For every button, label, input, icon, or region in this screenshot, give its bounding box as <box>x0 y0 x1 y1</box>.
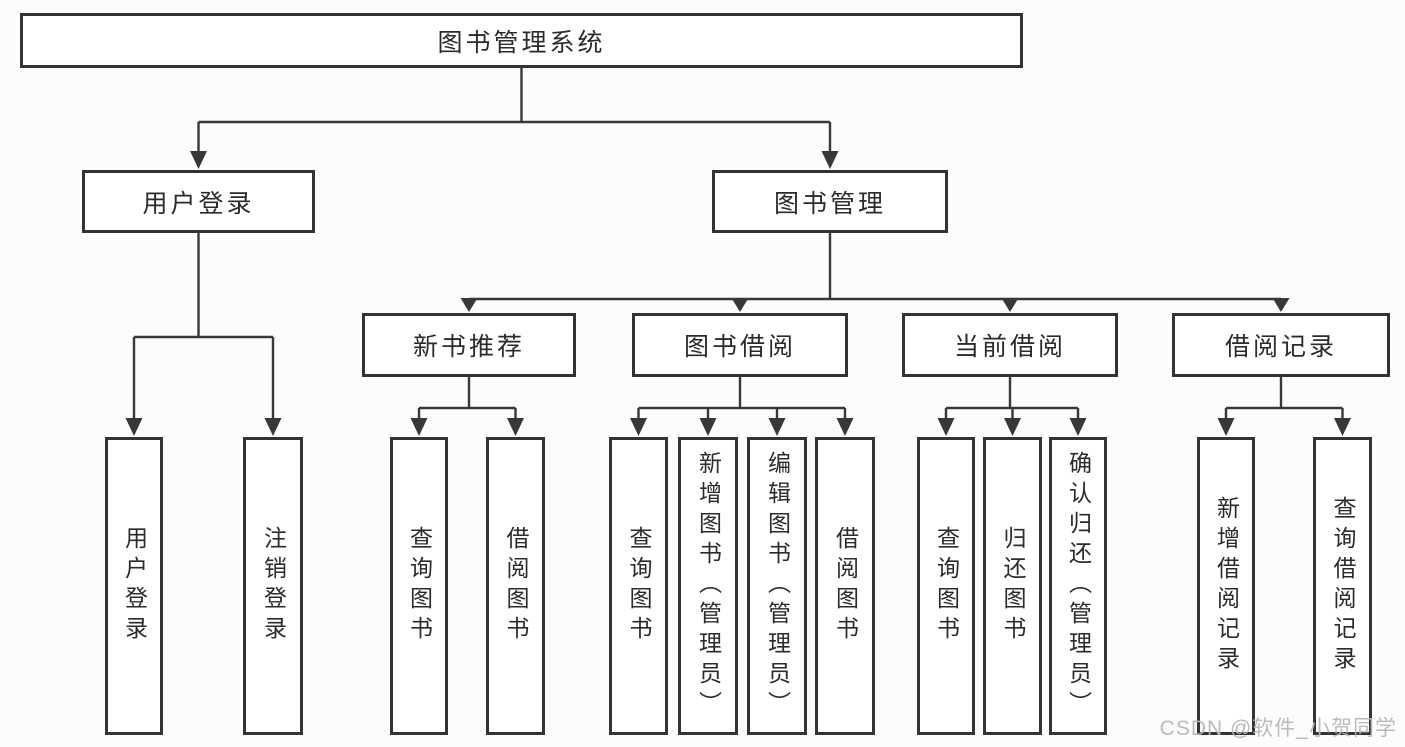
leaf-confirm-return-admin-label: 确认归还（管理员） <box>1065 451 1092 721</box>
leaf-confirm-return-admin: 确认归还（管理员） <box>1049 437 1107 735</box>
leaf-query-borrow-record-label: 查询借阅记录 <box>1330 496 1356 676</box>
leaf-query-books-recommend-label: 查询图书 <box>406 526 433 646</box>
node-current-borrow: 当前借阅 <box>902 313 1118 377</box>
leaf-borrow-books-recommend: 借阅图书 <box>486 437 545 735</box>
edge-book-management-to-level3 <box>460 233 1290 312</box>
leaf-user-login-label: 用户登录 <box>121 526 148 646</box>
edge-root-to-level2 <box>190 68 839 169</box>
leaf-logout-label: 注销登录 <box>260 526 287 646</box>
node-new-book-recommend: 新书推荐 <box>362 313 576 377</box>
leaf-return-book: 归还图书 <box>983 437 1042 735</box>
node-borrow-records: 借阅记录 <box>1172 313 1390 377</box>
leaf-query-books-current-label: 查询图书 <box>933 526 960 646</box>
leaf-logout: 注销登录 <box>243 437 303 735</box>
node-system-root-label: 图书管理系统 <box>437 28 606 57</box>
leaf-add-book-admin: 新增图书（管理员） <box>678 437 738 735</box>
node-user-login-label: 用户登录 <box>142 189 255 218</box>
leaf-query-books-recommend: 查询图书 <box>390 437 448 735</box>
node-book-borrow: 图书借阅 <box>632 313 848 377</box>
leaf-add-borrow-record-label: 新增借阅记录 <box>1213 496 1240 676</box>
leaf-borrow-books-recommend-label: 借阅图书 <box>503 526 529 646</box>
leaf-user-login: 用户登录 <box>105 437 163 735</box>
leaf-add-borrow-record: 新增借阅记录 <box>1197 437 1255 735</box>
leaf-edit-book-admin-label: 编辑图书（管理员） <box>764 451 791 721</box>
node-book-management-label: 图书管理 <box>773 189 886 218</box>
edge-new-book-recommend-to-leaves <box>410 377 524 436</box>
leaf-borrow-books-borrow-label: 借阅图书 <box>832 526 859 646</box>
node-new-book-recommend-label: 新书推荐 <box>412 333 525 361</box>
watermark: CSDN @软件_小贺同学 <box>1159 717 1397 740</box>
leaf-query-books-borrow: 查询图书 <box>609 437 668 735</box>
node-borrow-records-label: 借阅记录 <box>1224 333 1337 361</box>
node-system-root: 图书管理系统 <box>20 13 1023 68</box>
edge-current-borrow-to-leaves <box>937 377 1087 436</box>
leaf-return-book-label: 归还图书 <box>1000 526 1026 646</box>
node-book-borrow-label: 图书借阅 <box>683 333 796 361</box>
leaf-query-books-borrow-label: 查询图书 <box>626 526 652 646</box>
node-current-borrow-label: 当前借阅 <box>953 333 1066 361</box>
edge-borrow-records-to-leaves <box>1217 377 1351 436</box>
leaf-borrow-books-borrow: 借阅图书 <box>815 437 875 735</box>
leaf-add-book-admin-label: 新增图书（管理员） <box>695 451 722 721</box>
leaf-query-books-current: 查询图书 <box>917 437 975 735</box>
edge-user-login-to-leaves <box>125 233 282 436</box>
leaf-query-borrow-record: 查询借阅记录 <box>1313 437 1372 735</box>
node-book-management: 图书管理 <box>712 170 948 233</box>
edge-book-borrow-to-leaves <box>630 377 854 436</box>
leaf-edit-book-admin: 编辑图书（管理员） <box>747 437 807 735</box>
node-user-login: 用户登录 <box>82 170 315 233</box>
